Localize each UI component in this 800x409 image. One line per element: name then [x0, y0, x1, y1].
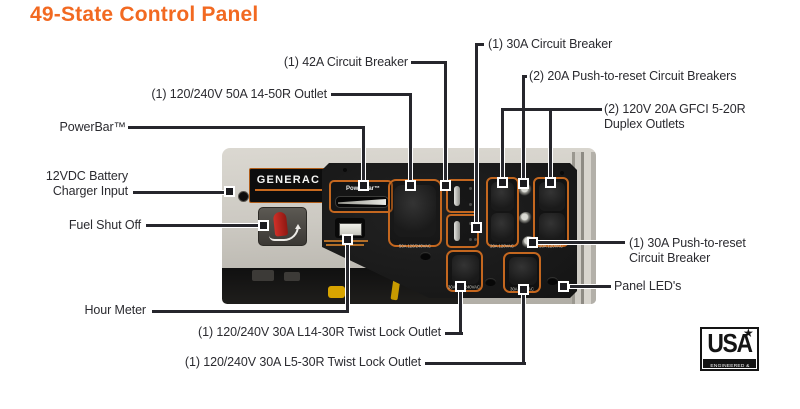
leader-ptr20-v	[522, 75, 525, 186]
label-50a-outlet: (1) 120/240V 50A 14-50R Outlet	[151, 87, 327, 101]
leader-l5-v	[522, 290, 525, 365]
gfci-duplex-outlet-2	[533, 177, 569, 247]
leader-ptr20-h	[523, 75, 527, 78]
endpoint-leds	[558, 281, 569, 292]
twist-lock-l14-30r	[446, 250, 483, 292]
label-ptr30-line2: Circuit Breaker	[629, 251, 711, 265]
label-battery-line2: Charger Input	[52, 184, 128, 198]
leader-gfci-h	[501, 108, 602, 111]
outlet-50a-cover	[394, 185, 436, 237]
label-gfci-line2: Duplex Outlets	[604, 117, 685, 131]
generac-logo-underline	[255, 189, 322, 191]
endpoint-outlet50	[405, 180, 416, 191]
label-fuel-shut-off: Fuel Shut Off	[68, 218, 141, 232]
endpoint-hourmeter	[342, 234, 353, 245]
leader-powerbar-h	[128, 126, 365, 129]
leader-battery-h	[133, 191, 228, 194]
label-gfci-outlets: (2) 120V 20A GFCI 5-20R Duplex Outlets	[604, 102, 746, 132]
outlet-50a-caption: 50A 120/240VAC	[399, 244, 431, 249]
label-hour-meter: Hour Meter	[84, 303, 146, 317]
endpoint-gfci1	[497, 177, 508, 188]
label-battery-line1: 12VDC Battery	[45, 169, 128, 183]
label-l5-30r-outlet: (1) 120/240V 30A L5-30R Twist Lock Outle…	[184, 355, 421, 369]
endpoint-battery	[224, 186, 235, 197]
label-30a-breaker: (1) 30A Circuit Breaker	[488, 37, 613, 51]
battery-charger-input-socket	[238, 191, 249, 202]
label-20a-push-to-reset: (2) 20A Push-to-reset Circuit Breakers	[529, 69, 737, 83]
label-gfci-line1: (2) 120V 20A GFCI 5-20R	[604, 102, 746, 116]
twist1-cover	[452, 255, 479, 284]
panel-screw	[560, 171, 564, 175]
generac-logo: GENERAC	[249, 168, 328, 203]
duplex2-cover-bottom	[539, 213, 565, 242]
engine-bolt	[252, 270, 274, 281]
page-title: 49-State Control Panel	[30, 3, 259, 26]
endpoint-ptr20	[518, 178, 529, 189]
twist2-cover	[509, 257, 537, 285]
breaker-42a-switch	[446, 179, 479, 213]
breaker-dot	[469, 238, 472, 241]
label-l14-30r-outlet: (1) 120/240V 30A L14-30R Twist Lock Outl…	[198, 325, 441, 339]
push-to-reset-20a-2	[519, 212, 533, 226]
leader-l14-v	[459, 287, 462, 335]
endpoint-l5	[518, 284, 529, 295]
leader-ptr30-h	[534, 241, 625, 244]
label-30a-push-to-reset: (1) 30A Push-to-reset Circuit Breaker	[629, 236, 746, 266]
duplex2-caption: 20A 120VAC	[539, 244, 563, 249]
duplex1-caption: 20A 120VAC	[490, 244, 514, 249]
panel-led	[485, 278, 496, 286]
leader-hourmeter-h	[152, 310, 349, 313]
leader-outlet50-h	[331, 93, 412, 96]
leader-hourmeter-v	[346, 237, 349, 313]
endpoint-gfci2	[545, 177, 556, 188]
leader-fuel-h	[146, 224, 265, 227]
panel-led	[547, 277, 558, 285]
leader-breaker30-v	[475, 43, 478, 230]
engine-bolt	[284, 272, 300, 281]
powerbar-wedge	[338, 198, 386, 206]
leader-breaker42-v	[444, 61, 447, 188]
usa-badge-text: USA	[707, 328, 753, 358]
usa-badge-subtext: ENGINEERED & BUILT	[709, 363, 750, 368]
powerbar-display	[335, 196, 389, 208]
endpoint-fuel	[258, 220, 269, 231]
panel-fine-print	[326, 244, 364, 246]
leader-breaker42-h	[411, 61, 447, 64]
breaker-dot	[474, 238, 477, 241]
label-powerbar: PowerBar™	[59, 120, 127, 134]
duplex1-cover-top	[491, 182, 514, 211]
breaker-30a-toggle	[454, 221, 460, 241]
star-icon: ★	[743, 326, 754, 340]
endpoint-breaker30	[471, 222, 482, 233]
usa-engineered-badge: USA ★ ENGINEERED & BUILT	[700, 326, 759, 371]
endpoint-ptr30	[527, 237, 538, 248]
label-ptr30-line1: (1) 30A Push-to-reset	[629, 236, 746, 250]
usa-badge-bar: ENGINEERED & BUILT	[703, 359, 756, 368]
leader-gfci-v1	[501, 108, 504, 185]
generac-logo-text: GENERAC	[256, 174, 321, 186]
endpoint-l14	[455, 281, 466, 292]
breaker-42a-toggle	[454, 186, 460, 206]
leader-l5-h	[425, 362, 526, 365]
leader-gfci-v2	[549, 108, 552, 185]
fuel-shut-off-module	[258, 207, 307, 246]
fuel-arrow-head	[295, 224, 301, 229]
leader-outlet50-v	[409, 93, 412, 188]
label-battery-charger: 12VDC Battery Charger Input	[46, 169, 128, 199]
endpoint-powerbar	[358, 180, 369, 191]
breaker-dot	[469, 187, 472, 190]
leader-leds-h	[570, 285, 611, 288]
endpoint-breaker42	[440, 180, 451, 191]
leader-breaker30-h	[476, 43, 484, 46]
breaker-dot	[469, 222, 472, 225]
label-42a-breaker: (1) 42A Circuit Breaker	[283, 55, 408, 69]
panel-screw	[343, 168, 347, 172]
breaker-dot	[469, 203, 472, 206]
duplex1-cover-bottom	[491, 213, 514, 242]
panel-led	[420, 252, 431, 260]
leader-powerbar-v	[362, 126, 365, 188]
leader-l14-h	[445, 332, 463, 335]
oil-cap	[328, 286, 345, 298]
label-panel-leds: Panel LED's	[614, 279, 682, 293]
